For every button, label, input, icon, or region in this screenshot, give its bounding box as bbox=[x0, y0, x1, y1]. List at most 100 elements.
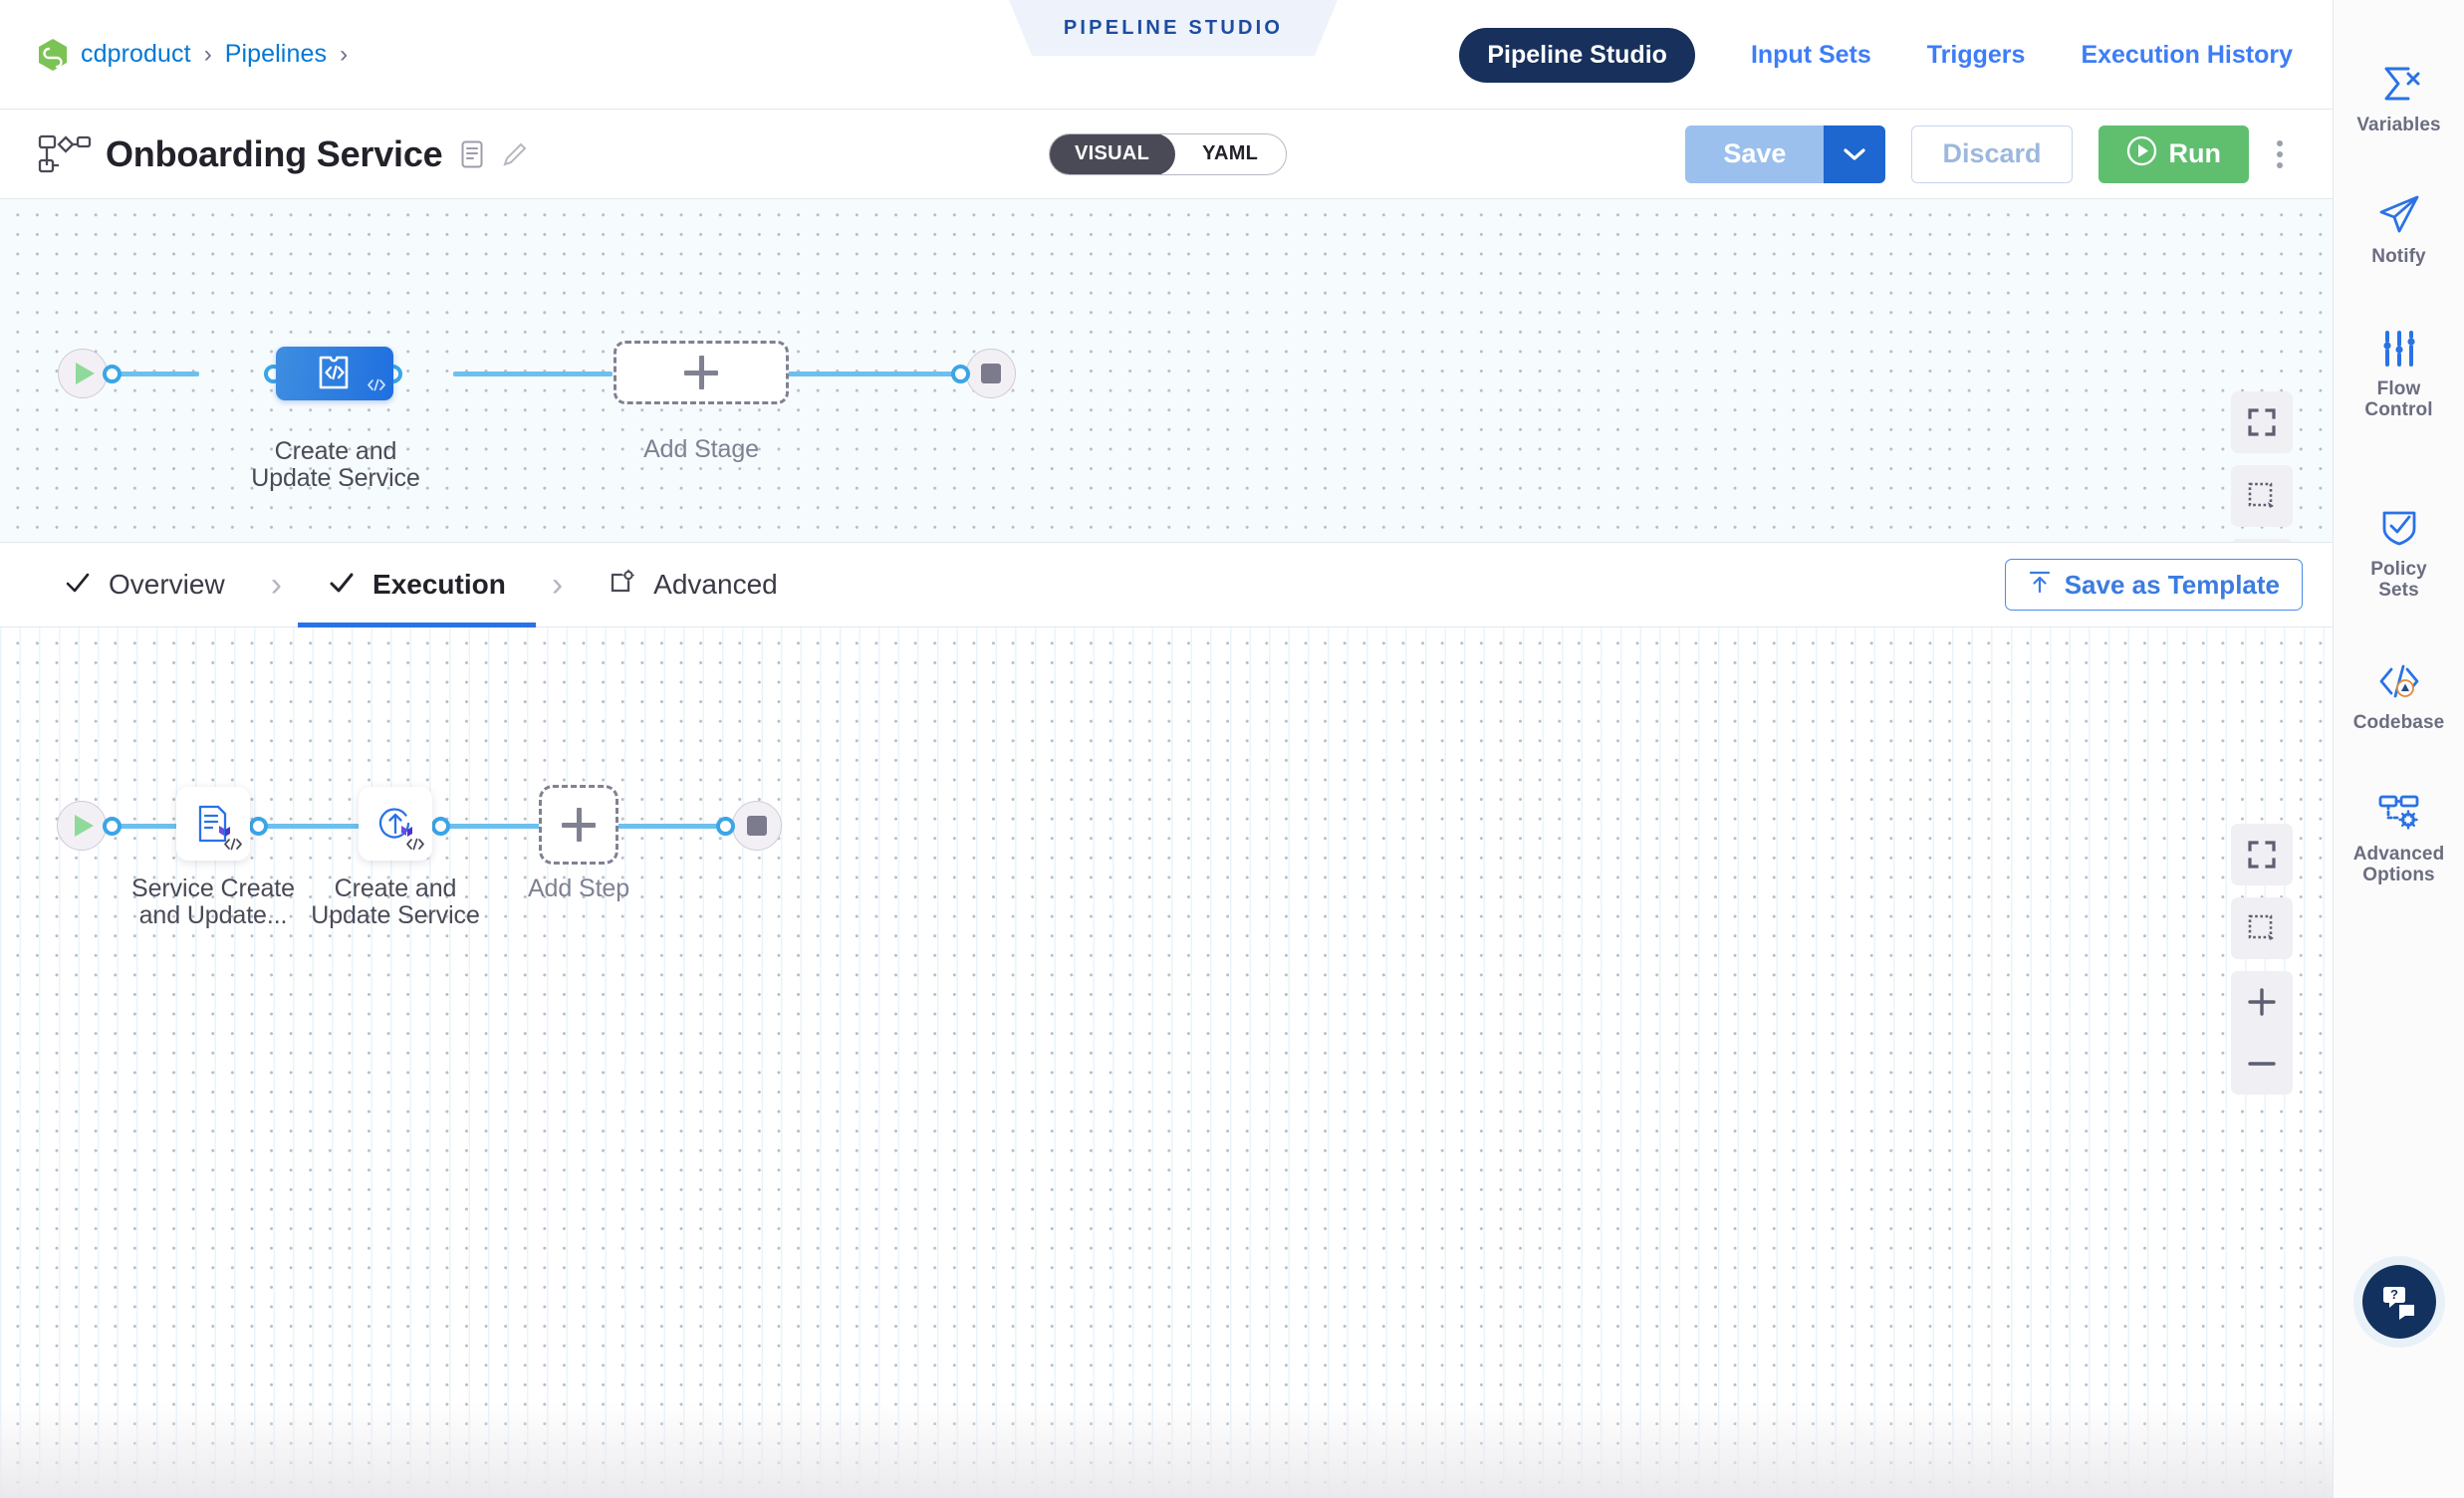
breadcrumb-separator-trailing: › bbox=[340, 40, 349, 68]
zoom-in-icon[interactable] bbox=[2231, 971, 2293, 1033]
tab-advanced[interactable]: Advanced bbox=[579, 543, 808, 626]
stop-icon bbox=[981, 364, 1001, 383]
tab-separator-1: › bbox=[270, 565, 283, 604]
tab-execution[interactable]: Execution bbox=[298, 543, 536, 627]
play-circle-icon bbox=[2126, 135, 2157, 173]
add-step-label: Add Step bbox=[527, 874, 630, 902]
shield-check-icon bbox=[2379, 504, 2419, 548]
right-rail: Variables Notify Flow bbox=[2333, 0, 2464, 1498]
stop-icon bbox=[747, 816, 767, 836]
rail-item-variables[interactable]: Variables bbox=[2340, 60, 2459, 135]
advanced-options-icon bbox=[2377, 789, 2421, 833]
visual-yaml-toggle[interactable]: VISUAL YAML bbox=[1049, 132, 1288, 175]
toggle-visual[interactable]: VISUAL bbox=[1050, 133, 1176, 174]
rail-label-variables: Variables bbox=[2356, 115, 2441, 135]
edge-step2-to-add bbox=[446, 824, 556, 829]
rail-item-policy-sets[interactable]: Policy Sets bbox=[2340, 504, 2459, 602]
title-bar-actions: Save Discard Run bbox=[1685, 125, 2303, 183]
chevron-down-icon[interactable] bbox=[1824, 125, 1886, 183]
page-title: Onboarding Service bbox=[106, 132, 443, 174]
step1-label-line2: and Update... bbox=[138, 901, 288, 929]
rail-label-codebase: Codebase bbox=[2352, 711, 2445, 733]
tab-overview-label: Overview bbox=[109, 569, 225, 600]
pipeline-title-bar: Onboarding Service VISUAL YAML Save bbox=[0, 110, 2333, 199]
terraform-plan-icon bbox=[198, 805, 230, 843]
run-button[interactable]: Run bbox=[2097, 125, 2249, 183]
add-stage-label: Add Stage bbox=[643, 435, 759, 463]
stage-canvas-controls bbox=[2231, 391, 2293, 542]
kebab-menu-icon[interactable] bbox=[2257, 125, 2303, 183]
rail-item-notify[interactable]: Notify bbox=[2340, 191, 2459, 267]
step2-label-line1: Create and bbox=[334, 874, 457, 902]
save-button-group: Save bbox=[1685, 125, 1886, 183]
module-nav: Pipeline Studio Input Sets Triggers Exec… bbox=[1459, 0, 2293, 110]
pipeline-studio-tag: PIPELINE STUDIO bbox=[1009, 0, 1338, 56]
check-icon bbox=[64, 569, 92, 602]
save-button[interactable]: Save bbox=[1685, 125, 1825, 183]
rail-label-notify: Notify bbox=[2371, 246, 2426, 268]
stage-node-create-and-update-service[interactable] bbox=[276, 347, 393, 400]
port-step-end-in bbox=[716, 817, 735, 836]
save-as-template-button[interactable]: Save as Template bbox=[2004, 559, 2303, 611]
zoom-to-fit-icon[interactable] bbox=[2231, 897, 2293, 959]
pencil-edit-icon[interactable] bbox=[501, 140, 529, 168]
run-button-label: Run bbox=[2168, 138, 2221, 168]
tab-separator-2: › bbox=[551, 565, 564, 604]
stage-config-tabs: Overview › Execution › Advanced bbox=[0, 543, 2333, 627]
save-as-template-label: Save as Template bbox=[2064, 569, 2280, 600]
svg-text:?: ? bbox=[2390, 1287, 2398, 1302]
description-icon[interactable] bbox=[461, 140, 483, 168]
discard-button[interactable]: Discard bbox=[1911, 125, 2073, 183]
toggle-yaml[interactable]: YAML bbox=[1202, 142, 1259, 164]
nav-tab-input-sets[interactable]: Input Sets bbox=[1750, 40, 1871, 69]
rail-item-flow-control[interactable]: Flow Control bbox=[2340, 324, 2459, 421]
tab-overview[interactable]: Overview bbox=[34, 543, 255, 626]
edge-stage-to-add bbox=[453, 372, 613, 376]
harness-logo-icon bbox=[38, 38, 68, 71]
add-stage-button[interactable] bbox=[614, 341, 789, 404]
rail-item-advanced-options[interactable]: Advanced Options bbox=[2340, 789, 2459, 886]
code-badge-icon bbox=[223, 838, 243, 856]
zoom-to-fit-icon[interactable] bbox=[2231, 465, 2293, 527]
stage-canvas[interactable]: Create and Update Service Add Stage bbox=[0, 199, 2333, 543]
nav-tab-execution-history[interactable]: Execution History bbox=[2081, 40, 2293, 69]
tab-execution-label: Execution bbox=[372, 569, 506, 600]
rail-item-codebase[interactable]: Codebase bbox=[2340, 657, 2459, 733]
custom-stage-icon bbox=[319, 356, 349, 389]
nav-tab-triggers[interactable]: Triggers bbox=[1926, 40, 2026, 69]
terraform-apply-icon bbox=[378, 808, 412, 839]
breadcrumb-item-cdproduct[interactable]: cdproduct bbox=[81, 40, 191, 68]
help-chat-icon[interactable]: ? bbox=[2361, 1265, 2436, 1339]
edge-add-to-end bbox=[617, 824, 735, 829]
nav-tab-pipeline-studio[interactable]: Pipeline Studio bbox=[1459, 27, 1695, 83]
zoom-out-icon[interactable] bbox=[2231, 1033, 2293, 1095]
step-node-service-create-and-update[interactable] bbox=[176, 787, 250, 861]
step-node-label-1: Service Create and Update... bbox=[94, 875, 333, 929]
check-icon bbox=[328, 569, 356, 602]
edge-start-to-stage bbox=[78, 372, 199, 376]
rail-label-advanced-options: Advanced Options bbox=[2353, 844, 2445, 886]
fullscreen-icon[interactable] bbox=[2231, 391, 2293, 453]
rail-label-flow-control: Flow Control bbox=[2364, 378, 2432, 421]
stage-label-line2: Update Service bbox=[251, 464, 420, 492]
template-upload-icon bbox=[2028, 570, 2052, 601]
rail-label-options: Options bbox=[2362, 865, 2435, 886]
main-column: cdproduct › Pipelines › PIPELINE STUDIO … bbox=[0, 0, 2333, 1498]
step2-label-line2: Update Service bbox=[311, 901, 480, 929]
pipeline-studio-tag-label: PIPELINE STUDIO bbox=[1063, 16, 1284, 39]
pipeline-start-node bbox=[58, 349, 108, 398]
add-step-button[interactable] bbox=[539, 785, 618, 865]
rail-label-flow: Flow bbox=[2376, 377, 2421, 399]
step-start-node bbox=[57, 801, 107, 851]
stage-node-label: Create and Update Service bbox=[216, 438, 455, 492]
fullscreen-icon[interactable] bbox=[2231, 824, 2293, 885]
play-icon bbox=[76, 363, 95, 384]
step-node-create-and-update-service[interactable] bbox=[359, 787, 432, 861]
port-step1-out bbox=[249, 817, 268, 836]
rail-label-sets: Sets bbox=[2378, 580, 2419, 602]
breadcrumb-item-pipelines[interactable]: Pipelines bbox=[224, 40, 328, 68]
step-canvas[interactable]: Service Create and Update... bbox=[0, 627, 2333, 1498]
step-canvas-controls bbox=[2231, 824, 2293, 1095]
edge-step1-to-step2 bbox=[264, 824, 373, 829]
